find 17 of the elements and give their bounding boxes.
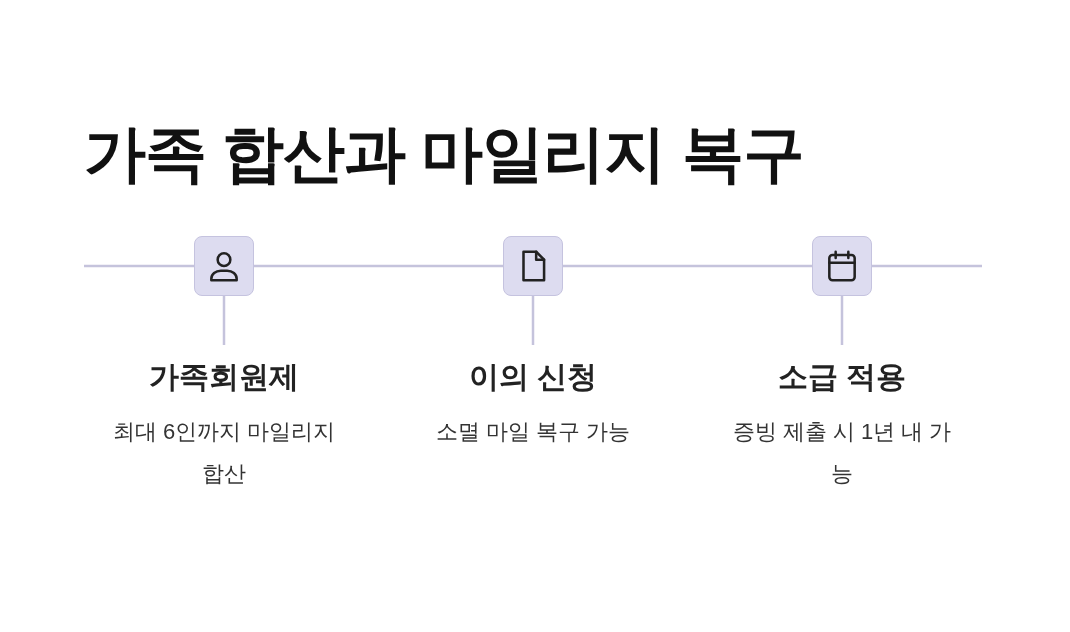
step-heading: 이의 신청 [467, 359, 599, 395]
step-description: 최대 6인까지 마일리지 합산 [111, 418, 337, 488]
timeline-line [254, 264, 503, 268]
step-heading: 소급 적용 [776, 359, 908, 395]
connector-line [531, 296, 535, 345]
step-description: 소멸 마일 복구 가능 [434, 418, 632, 446]
title: 가족 합산과 마일리지 복구 [84, 118, 804, 190]
connector-line [840, 296, 844, 345]
step-heading: 가족회원제 [148, 359, 300, 395]
icon-tile [194, 236, 254, 296]
timeline-line [84, 264, 194, 268]
timeline-line [872, 264, 982, 268]
icon-tile [812, 236, 872, 296]
connector-line [222, 296, 226, 345]
icon-tile [503, 236, 563, 296]
step-description: 증빙 제출 시 1년 내 가능 [731, 418, 953, 488]
timeline-line [563, 264, 812, 268]
